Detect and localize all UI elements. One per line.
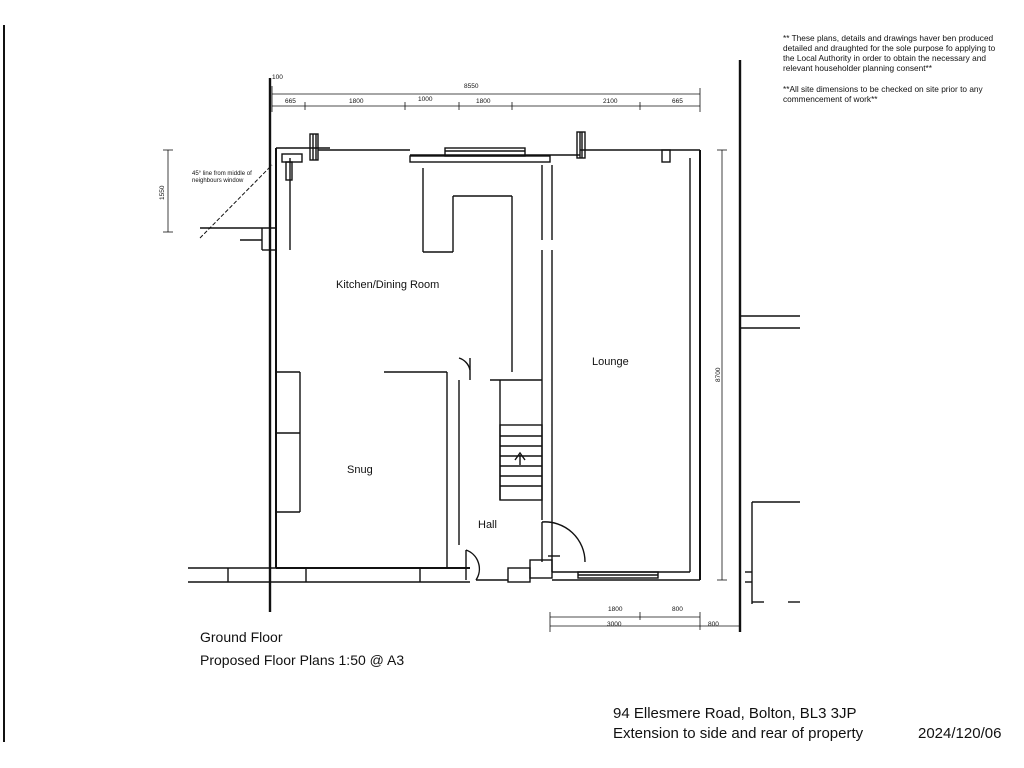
doors <box>458 357 586 581</box>
room-label-kitchen: Kitchen/Dining Room <box>336 279 440 291</box>
dim-bottom-2: 800 <box>672 606 683 613</box>
caption-floor: Ground Floor <box>200 629 283 645</box>
staircase <box>499 424 543 501</box>
room-label-lounge: Lounge <box>592 356 629 368</box>
room-label-snug: Snug <box>347 464 373 476</box>
dim-overall-width: 8550 <box>464 83 479 90</box>
dim-bottom-1: 1800 <box>608 606 623 613</box>
site-lines <box>188 315 800 604</box>
notes-line-6: commencement of work** <box>783 94 878 104</box>
45-degree-line <box>199 164 273 239</box>
front-entrance <box>476 555 560 583</box>
neighbour-window-annotation: 45° line from middle of neighbours windo… <box>192 171 252 184</box>
titleblock-description: Extension to side and rear of property <box>613 725 864 742</box>
titleblock-reference: 2024/120/06 <box>918 725 1002 742</box>
caption-scale: Proposed Floor Plans 1:50 @ A3 <box>200 652 405 668</box>
dim-seg-5: 2100 <box>603 98 618 105</box>
dimension-lines <box>163 86 741 632</box>
rear-windows <box>281 131 671 579</box>
dim-right-height: 8700 <box>715 367 722 382</box>
interior-walls <box>276 165 553 572</box>
notes-line-2: detailed and draughted for the sole purp… <box>783 43 996 53</box>
notes-line-4: relevant householder planning consent** <box>783 63 932 73</box>
room-label-hall: Hall <box>478 519 497 531</box>
notes-line-3: the Local Authority in order to obtain t… <box>783 53 986 63</box>
dim-seg-4: 1800 <box>476 98 491 105</box>
dim-seg-3: 1000 <box>418 96 433 103</box>
dim-bottom-3: 3000 <box>607 621 622 628</box>
titleblock-address: 94 Ellesmere Road, Bolton, BL3 3JP <box>613 705 857 722</box>
dim-seg-6: 665 <box>672 98 683 105</box>
dim-left-height: 1550 <box>159 185 166 200</box>
dim-seg-1: 665 <box>285 98 296 105</box>
notes-line-1: ** These plans, details and drawings hav… <box>783 33 994 43</box>
dim-top-offset: 100 <box>272 74 283 81</box>
dim-bottom-4: 800 <box>708 621 719 628</box>
dim-seg-2: 1800 <box>349 98 364 105</box>
notes-line-5: **All site dimensions to be checked on s… <box>783 84 983 94</box>
